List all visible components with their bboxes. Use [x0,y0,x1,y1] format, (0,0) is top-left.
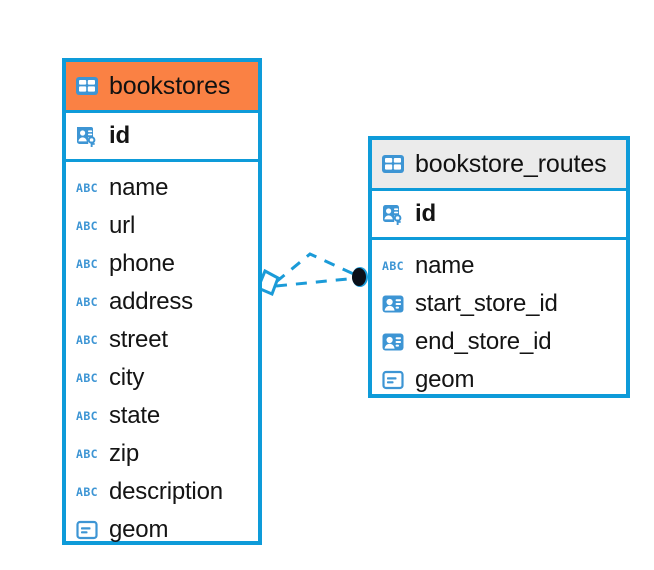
field-row-geom[interactable]: geom [66,511,258,549]
field-label: id [109,122,130,149]
text-type-icon: ABC [74,213,100,239]
svg-text:ABC: ABC [76,371,98,385]
entity-title: bookstores [109,71,231,100]
geometry-type-icon [380,367,406,393]
entity-header-bookstore-routes[interactable]: bookstore_routes [372,140,626,188]
field-row-name[interactable]: ABC name [66,169,258,207]
field-label: description [109,478,223,505]
text-type-icon: ABC [74,251,100,277]
field-row-start-store-id[interactable]: start_store_id [372,285,626,323]
text-type-icon: ABC [74,289,100,315]
foreign-key-icon [380,329,406,355]
field-row-address[interactable]: ABC address [66,283,258,321]
relationship-connector[interactable] [250,238,380,328]
field-row-street[interactable]: ABC street [66,321,258,359]
svg-text:ABC: ABC [76,333,98,347]
table-icon [380,151,406,177]
field-label: name [415,252,475,279]
svg-text:ABC: ABC [76,219,98,233]
fields-section-bookstores: ABC name ABC url ABC p [66,162,258,555]
field-row-end-store-id[interactable]: end_store_id [372,323,626,361]
field-row-zip[interactable]: ABC zip [66,435,258,473]
field-row-city[interactable]: ABC city [66,359,258,397]
svg-text:ABC: ABC [76,257,98,271]
text-type-icon: ABC [74,175,100,201]
text-type-icon: ABC [74,327,100,353]
text-type-icon: ABC [74,479,100,505]
primary-key-section-bookstores: id [66,110,258,162]
field-label: end_store_id [415,328,552,355]
field-label: address [109,288,193,315]
foreign-key-icon [380,291,406,317]
entity-title: bookstore_routes [415,149,607,178]
primary-key-section-bookstore-routes: id [372,188,626,240]
field-label: phone [109,250,175,277]
svg-text:ABC: ABC [76,295,98,309]
svg-text:ABC: ABC [76,409,98,423]
field-row-state[interactable]: ABC state [66,397,258,435]
field-label: state [109,402,161,429]
text-type-icon: ABC [74,365,100,391]
svg-text:ABC: ABC [76,485,98,499]
text-type-icon: ABC [74,441,100,467]
entity-table-bookstore-routes[interactable]: bookstore_routes [368,136,630,398]
text-type-icon: ABC [380,253,406,279]
svg-text:ABC: ABC [76,181,98,195]
relationship-line-lower [275,276,359,288]
field-label: url [109,212,136,239]
geometry-type-icon [74,517,100,543]
field-row-primary-key[interactable]: id [66,117,258,155]
field-label: geom [109,516,169,543]
primary-key-icon [74,123,100,149]
svg-text:ABC: ABC [76,447,98,461]
text-type-icon: ABC [74,403,100,429]
fields-section-bookstore-routes: ABC name start_store_id [372,240,626,405]
field-row-name[interactable]: ABC name [372,247,626,285]
primary-key-icon [380,201,406,227]
entity-header-bookstores[interactable]: bookstores [66,62,258,110]
relationship-line-upper [275,252,359,284]
field-label: city [109,364,145,391]
field-row-phone[interactable]: ABC phone [66,245,258,283]
field-row-primary-key[interactable]: id [372,195,626,233]
field-label: street [109,326,168,353]
field-row-description[interactable]: ABC description [66,473,258,511]
field-label: zip [109,440,140,467]
table-icon [74,73,100,99]
field-row-geom[interactable]: geom [372,361,626,399]
field-row-url[interactable]: ABC url [66,207,258,245]
field-label: start_store_id [415,290,558,317]
field-label: id [415,200,436,227]
field-label: name [109,174,169,201]
entity-table-bookstores[interactable]: bookstores [62,58,262,545]
svg-text:ABC: ABC [382,259,404,273]
filled-dot-icon [352,267,368,287]
field-label: geom [415,366,475,393]
